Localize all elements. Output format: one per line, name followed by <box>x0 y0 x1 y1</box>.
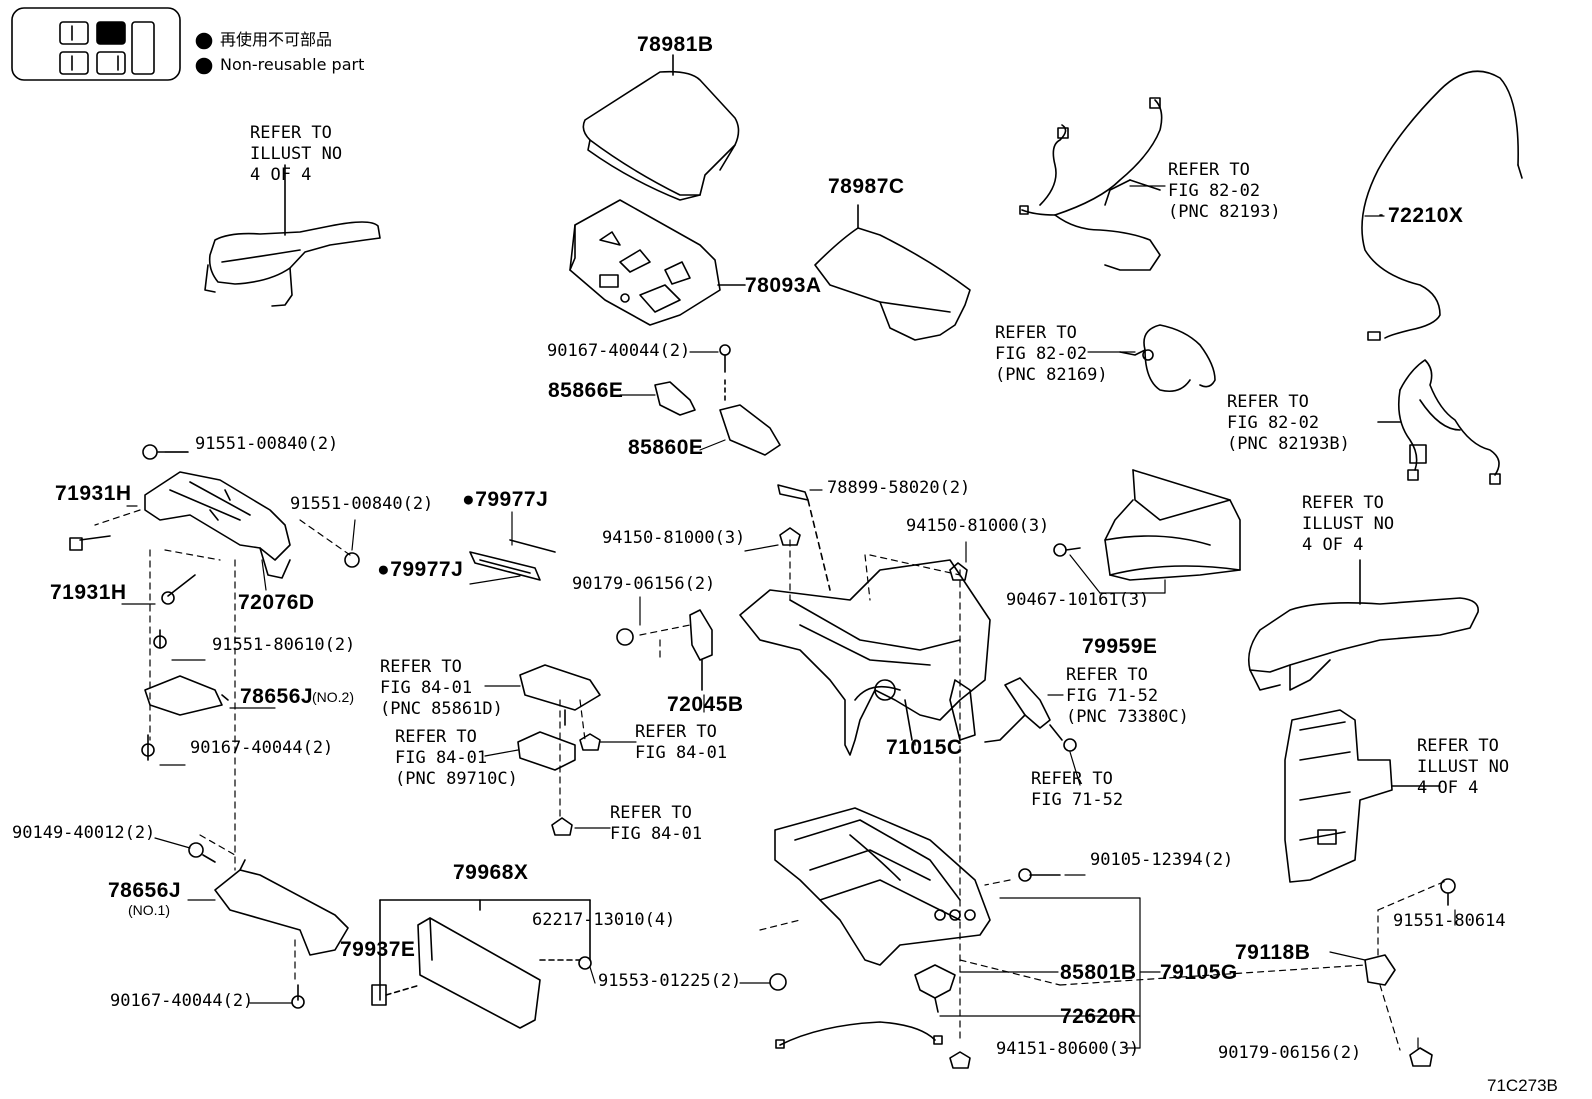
ref-fig-82-02-pnc-82193B: REFER TO FIG 82-02 (PNC 82193B) <box>1227 392 1350 454</box>
cable-72210X <box>1361 70 1523 341</box>
bolt-78899 <box>777 484 831 591</box>
part-label-94151: 94151-80600(3) <box>996 1039 1140 1059</box>
legend-non-reusable-jp: 再使用不可部品 <box>220 30 333 49</box>
part-label-94150-right: 94150-81000(3) <box>906 516 1050 536</box>
ref-fig-84-01-b: REFER TO FIG 84-01 <box>610 803 703 844</box>
wire-harness-82169 <box>1119 324 1216 393</box>
strips-79977J <box>469 539 556 581</box>
part-label-85801B: 85801B <box>1060 961 1137 984</box>
part-label-72045B: 72045B <box>667 693 744 716</box>
part-label-94150-left: 94150-81000(3) <box>602 528 746 548</box>
ref-illust-right-1: REFER TO ILLUST NO 4 OF 4 <box>1302 493 1395 555</box>
bracket-78656J-no2 <box>144 675 229 716</box>
latch-85860E <box>719 344 781 456</box>
part-label-78981B: 78981B <box>637 33 714 56</box>
ref-illust-top-left: REFER TO ILLUST NO 4 OF 4 <box>250 123 343 185</box>
legend-dot-2 <box>195 57 213 75</box>
fasteners-center <box>616 527 1081 752</box>
base-frame-79105G <box>774 807 991 966</box>
ref-fig-71-52: REFER TO FIG 71-52 <box>1031 769 1124 810</box>
frame-71015C <box>739 559 991 756</box>
wire-harness-82193B <box>1377 359 1501 485</box>
part-label-90167-top: 90167-40044(2) <box>547 341 691 361</box>
armrest-frame-right <box>1284 709 1441 883</box>
tray-79959E <box>1104 469 1241 581</box>
bracket-85861D <box>519 664 601 726</box>
part-label-62217: 62217-13010(4) <box>532 910 676 930</box>
legend-dot-1 <box>195 32 213 50</box>
bracket-79118B <box>1364 954 1396 986</box>
part-label-85866E: 85866E <box>548 379 624 402</box>
part-label-78093A: 78093A <box>745 274 822 297</box>
ref-fig-82-02-pnc-82193: REFER TO FIG 82-02 (PNC 82193) <box>1168 160 1281 222</box>
part-72045B <box>689 609 713 691</box>
fasteners-84-01 <box>551 733 601 836</box>
bracket-85801B <box>914 964 956 1013</box>
ref-fig-84-01-a: REFER TO FIG 84-01 <box>635 722 728 763</box>
legend-non-reusable-en: Non-reusable part <box>220 55 365 74</box>
figure-code: 71C273B <box>1487 1076 1558 1095</box>
part-label-79105G: 79105G <box>1160 961 1238 984</box>
part-label-79977J-a: ●79977J <box>462 488 549 511</box>
part-label-85860E: 85860E <box>628 436 704 459</box>
part-label-79977J-b: ●79977J <box>377 558 464 581</box>
part-note-78656J-no1: (NO.1) <box>128 902 170 918</box>
non-reusable-dot: ● <box>377 558 391 581</box>
lid-frame-78093A <box>569 199 746 326</box>
part-label-90105: 90105-12394(2) <box>1090 850 1234 870</box>
ref-fig-71-52-pnc-73380C: REFER TO FIG 71-52 (PNC 73380C) <box>1066 665 1189 727</box>
part-label-79937E: 79937E <box>340 938 416 961</box>
part-label-71931H-a: 71931H <box>55 482 132 505</box>
bracket-89710C <box>517 731 576 771</box>
armrest-cover-top-left <box>204 164 381 307</box>
part-label-79968X: 79968X <box>453 861 529 884</box>
part-label-78656J-no1: 78656J <box>108 879 182 902</box>
part-label-90149: 90149-40012(2) <box>12 823 156 843</box>
part-label-79118B: 79118B <box>1235 941 1311 964</box>
part-label-78899: 78899-58020(2) <box>827 478 971 498</box>
part-label-72620R: 72620R <box>1060 1005 1137 1028</box>
part-label-91551-80614: 91551-80614 <box>1393 911 1506 931</box>
bracket-78656J-no1 <box>214 859 349 956</box>
armrest-pad-78981B <box>582 54 740 201</box>
part-label-71931H-b: 71931H <box>50 581 127 604</box>
non-reusable-dot: ● <box>462 488 476 511</box>
ref-illust-right-2: REFER TO ILLUST NO 4 OF 4 <box>1417 736 1510 798</box>
cable-72620R <box>775 1021 943 1049</box>
part-label-90179-mid: 90179-06156(2) <box>572 574 716 594</box>
fasteners-bottom-center <box>769 868 1456 1069</box>
part-label-72076D: 72076D <box>238 591 315 614</box>
latch-85866E <box>654 381 696 416</box>
fasteners-left <box>141 629 305 1009</box>
part-label-90167-bottom: 90167-40044(2) <box>110 991 254 1011</box>
part-label-78656J-no2: 78656J <box>240 685 314 708</box>
part-label-78987C: 78987C <box>828 175 905 198</box>
ref-fig-84-01-pnc-89710C: REFER TO FIG 84-01 (PNC 89710C) <box>395 727 518 789</box>
ref-fig-84-01-pnc-85861D: REFER TO FIG 84-01 (PNC 85861D) <box>380 657 503 719</box>
part-label-79959E: 79959E <box>1082 635 1158 658</box>
part-label-72210X: 72210X <box>1388 204 1464 227</box>
part-note-78656J-no2: (NO.2) <box>312 689 354 705</box>
box-79968X <box>371 899 592 1029</box>
part-label-90179-bottom: 90179-06156(2) <box>1218 1043 1362 1063</box>
wire-harness-82193 <box>1019 97 1163 271</box>
part-label-71015C: 71015C <box>886 736 963 759</box>
part-label-91551-80610: 91551-80610(2) <box>212 635 356 655</box>
part-label-91551-00840-a: 91551-00840(2) <box>195 434 339 454</box>
lever-73380C <box>984 677 1063 743</box>
armrest-cover-right <box>1247 559 1479 691</box>
legend-key-icon <box>11 7 181 81</box>
part-label-91553: 91553-01225(2) <box>598 971 742 991</box>
part-label-90467: 90467-10161(3) <box>1006 590 1150 610</box>
part-label-90167-left: 90167-40044(2) <box>190 738 334 758</box>
armrest-cushion-78987C <box>814 204 971 341</box>
part-label-91551-00840-b: 91551-00840(2) <box>290 494 434 514</box>
ref-fig-82-02-pnc-82169: REFER TO FIG 82-02 (PNC 82169) <box>995 323 1108 385</box>
